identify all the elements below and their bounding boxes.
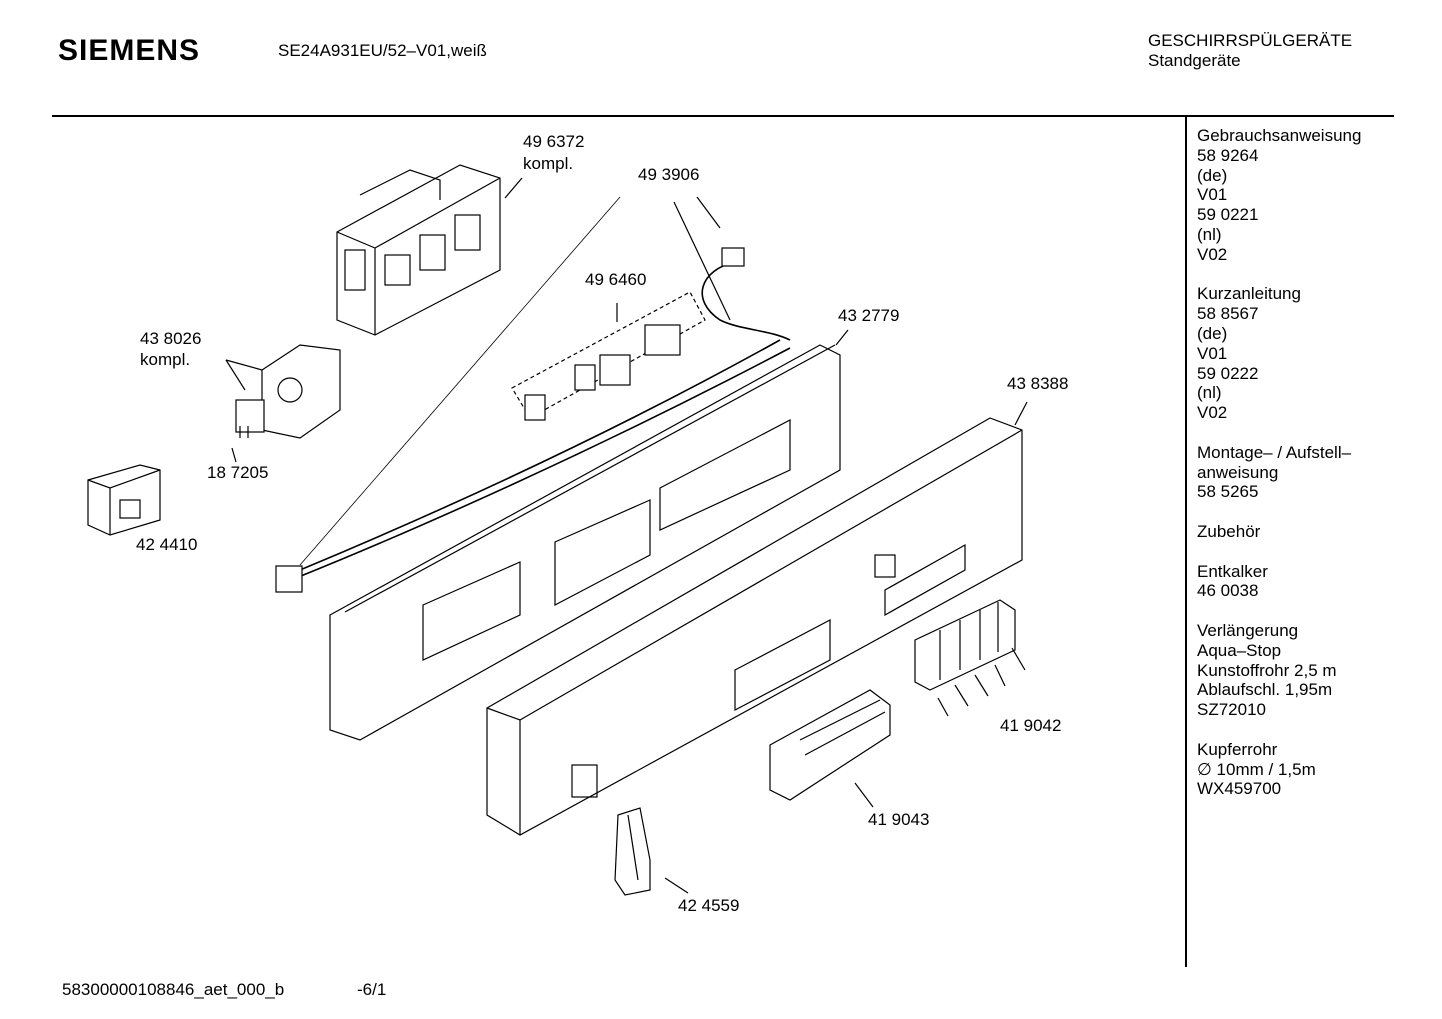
connectors-drawing	[524, 303, 681, 421]
sidebar-line: (de)	[1197, 323, 1228, 343]
brand-logo: SIEMENS	[58, 34, 201, 67]
connector-set-drawing	[511, 291, 706, 419]
sidebar-line: (nl)	[1197, 383, 1222, 403]
sidebar-group-descaler: Entkalker 46 0038	[1197, 562, 1432, 602]
label-187205: 18 7205	[207, 463, 268, 482]
sidebar-line: Kurzanleitung	[1197, 284, 1301, 304]
sidebar-line: 58 5265	[1197, 482, 1259, 502]
sidebar-group-copper-pipe: Kupferrohr ∅ 10mm / 1,5m WX459700	[1197, 740, 1432, 799]
button-set-drawing	[914, 599, 1026, 717]
label-424410: 42 4410	[136, 535, 197, 554]
sidebar-line: WX459700	[1197, 779, 1282, 799]
sidebar-line: V02	[1197, 403, 1228, 423]
sidebar-line: (nl)	[1197, 224, 1222, 244]
label-419042: 41 9042	[1000, 716, 1061, 735]
sidebar-line: Gebrauchsanweisung	[1197, 126, 1362, 145]
sidebar-line: Ablaufschl. 1,95m	[1197, 680, 1333, 700]
category-subtitle: Standgeräte	[1148, 51, 1241, 70]
sidebar-line: V02	[1197, 244, 1228, 264]
category-title: GESCHIRRSPÜLGERÄTE	[1148, 31, 1353, 50]
sidebar-line: Verlängerung	[1197, 620, 1299, 640]
sidebar-line: anweisung	[1197, 462, 1279, 482]
sidebar-line: Aqua–Stop	[1197, 640, 1282, 660]
switch-drawing	[87, 464, 161, 536]
sidebar-line: (de)	[1197, 165, 1228, 185]
exploded-parts-diagram: 49 6372 kompl. 49 3906 49 6460 43 2779 4…	[87, 132, 1068, 915]
sidebar-group-installation: Montage– / Aufstell– anweisung 58 5265	[1197, 443, 1432, 502]
sidebar-group-manual: Gebrauchsanweisung 58 9264 (de) V01 59 0…	[1197, 126, 1432, 265]
label-424559: 42 4559	[678, 896, 739, 915]
label-496372-note: kompl.	[523, 154, 573, 173]
handle-drawing	[769, 689, 891, 808]
documentation-sidebar: Gebrauchsanweisung 58 9264 (de) V01 59 0…	[1197, 126, 1432, 819]
label-419043: 41 9043	[868, 810, 929, 829]
document-id: 58300000108846_aet_000_b	[62, 980, 285, 999]
sidebar-line: Kunstoffrohr 2,5 m	[1197, 660, 1337, 680]
label-438388: 43 8388	[1007, 374, 1068, 393]
sidebar-line: 58 8567	[1197, 304, 1259, 324]
sidebar-line: 59 0221	[1197, 205, 1259, 225]
door-lock-drawing	[225, 344, 341, 463]
control-frame-drawing	[329, 329, 849, 741]
label-438026-note: kompl.	[140, 350, 190, 369]
sidebar-group-extension: Verlängerung Aqua–Stop Kunstoffrohr 2,5 …	[1197, 621, 1432, 720]
sidebar-line: ∅ 10mm / 1,5m	[1197, 759, 1316, 779]
sidebar-line: 46 0038	[1197, 581, 1259, 601]
label-496372: 49 6372	[523, 132, 584, 151]
label-432779: 43 2779	[838, 306, 899, 325]
control-fascia-drawing	[486, 401, 1028, 836]
appliance-category: GESCHIRRSPÜLGERÄTE Standgeräte	[1148, 31, 1352, 71]
clip-drawing	[614, 807, 689, 896]
header-divider	[52, 115, 1394, 117]
label-493906: 49 3906	[638, 165, 699, 184]
sidebar-line: V01	[1197, 185, 1228, 205]
sidebar-line: Zubehör	[1197, 521, 1261, 541]
page-number: -6/1	[357, 980, 387, 999]
sidebar-line: Entkalker	[1197, 561, 1268, 581]
wire-harness-drawing	[275, 196, 791, 593]
sidebar-group-quickguide: Kurzanleitung 58 8567 (de) V01 59 0222 (…	[1197, 284, 1432, 423]
sidebar-divider	[1185, 117, 1187, 967]
control-module-drawing	[336, 164, 523, 336]
sidebar-line: V01	[1197, 343, 1228, 363]
sidebar-line: SZ72010	[1197, 700, 1266, 720]
label-438026: 43 8026	[140, 329, 201, 348]
model-number: SE24A931EU/52–V01,weiß	[278, 41, 487, 60]
sidebar-line: 59 0222	[1197, 363, 1259, 383]
label-496460: 49 6460	[585, 270, 646, 289]
sidebar-line: Kupferrohr	[1197, 739, 1278, 759]
sidebar-line: Montage– / Aufstell–	[1197, 442, 1352, 462]
sidebar-group-accessories: Zubehör	[1197, 522, 1432, 542]
sidebar-line: 58 9264	[1197, 145, 1259, 165]
